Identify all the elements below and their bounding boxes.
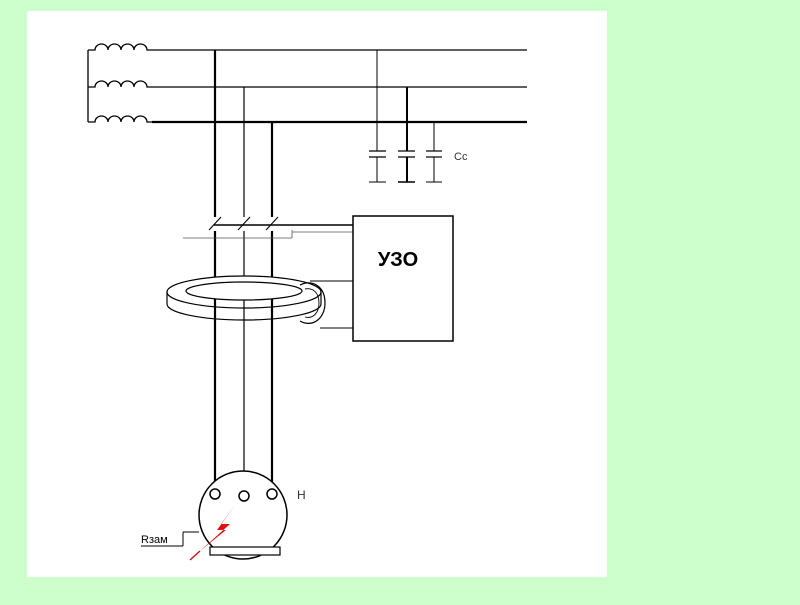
load-label: Н	[297, 488, 306, 502]
current-transformer	[166, 275, 353, 329]
rcd-device-label: УЗО	[378, 249, 418, 271]
motor-base	[209, 546, 281, 556]
rcd-device-box	[352, 215, 454, 342]
coil-icon	[88, 80, 152, 88]
capacitance-label: Сс	[454, 151, 468, 163]
ct-winding	[299, 282, 326, 324]
motor-housing	[198, 470, 288, 560]
terminal-3	[266, 488, 278, 500]
source-windings	[87, 43, 152, 123]
breaker-contacts	[183, 216, 353, 239]
contact-2	[237, 216, 251, 231]
fault-lead	[189, 550, 201, 561]
terminal-2	[238, 490, 250, 502]
coil-icon	[88, 43, 152, 51]
ct-ring-hole	[185, 281, 303, 301]
coil-icon	[88, 115, 152, 123]
terminal-1	[209, 488, 221, 500]
contact-1	[208, 216, 222, 231]
leakage-capacitance	[369, 50, 442, 183]
load-motor	[198, 470, 288, 560]
capacitor-icon	[426, 122, 442, 183]
capacitor-icon	[369, 50, 386, 183]
ct-winding-inner	[304, 288, 320, 318]
grounding-resistance-label: Rзам	[141, 534, 168, 546]
contact-3	[265, 216, 279, 231]
capacitor-icon	[398, 87, 415, 183]
breaker-gap	[200, 217, 295, 231]
